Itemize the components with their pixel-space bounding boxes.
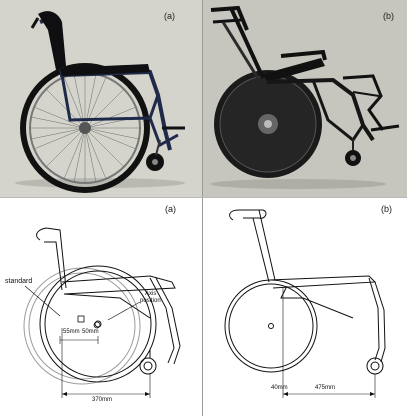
dimension-475mm: 475mm (315, 385, 336, 391)
panel-label-photo-a: (a) (164, 11, 175, 21)
panel-label-drawing-b: (b) (381, 204, 392, 214)
dimension-50mm: 50mm (82, 329, 99, 335)
wheelchair-photo-b (210, 5, 400, 189)
dimension-40mm: 40mm (271, 385, 288, 391)
dimension-55mm: 55mm (63, 329, 80, 335)
wheelchair-drawing-a (23, 227, 181, 398)
photo-panel-a: (a) (0, 0, 202, 197)
panel-label-photo-b: (b) (383, 11, 394, 21)
panel-label-drawing-a: (a) (165, 204, 176, 214)
wheelchair-photo-a (15, 11, 185, 193)
annotation-axis-position-line1: Axis (145, 291, 157, 297)
horizontal-divider (0, 197, 407, 198)
photo-panel-b: (b) (203, 0, 407, 197)
annotation-axis-position-line2: position (140, 298, 161, 304)
vertical-divider (202, 0, 203, 416)
wheelchair-drawing-b (224, 209, 386, 398)
dimension-370mm: 370mm (92, 397, 113, 403)
drawing-panel-b: (b) 40mm 475mm (203, 198, 407, 416)
drawing-panel-a: (a) standard Axis position 55mm 50mm 370… (0, 198, 202, 416)
annotation-standard: standard (5, 278, 33, 285)
